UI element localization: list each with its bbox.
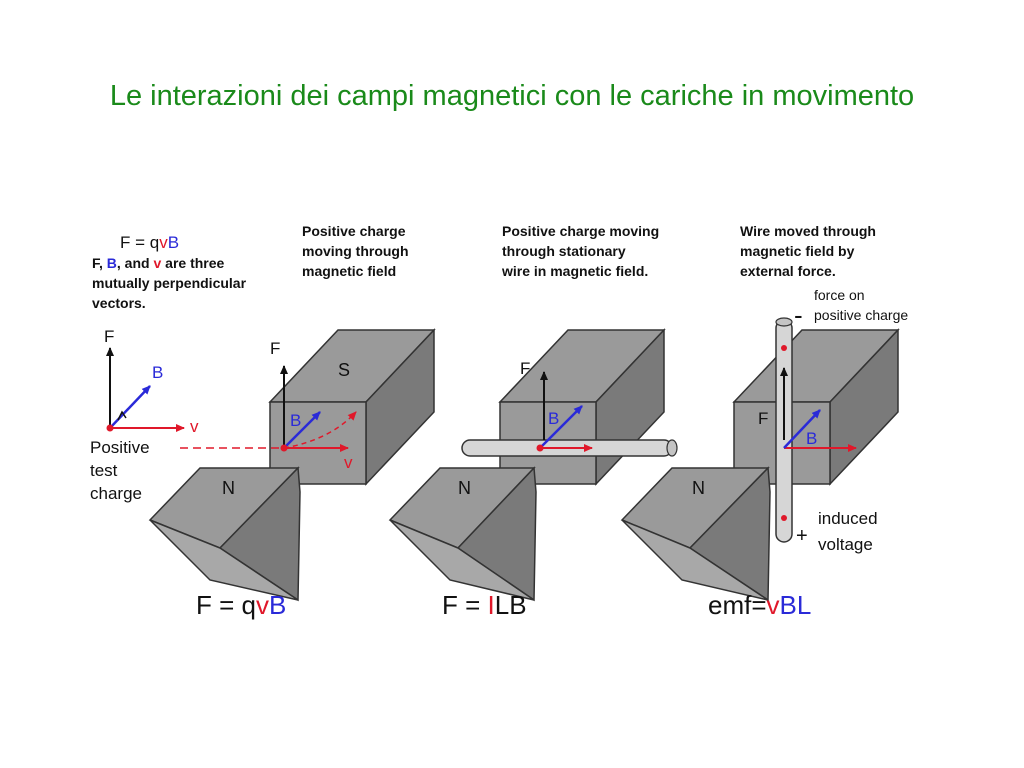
n-pole-bottom-face (389, 519, 535, 601)
panel-2: Positive charge moving through stationar… (388, 223, 678, 620)
slide-title: Le interazioni dei campi magnetici con l… (109, 80, 915, 112)
legend-charge-line-3: charge (90, 484, 142, 503)
panel-3-b-label: B (806, 429, 817, 448)
right-angle-mark (117, 410, 127, 421)
panel-2-f-label: F (520, 359, 530, 378)
legend-line-3: vectors. (92, 295, 146, 311)
legend-line-2: mutually perpendicular (92, 275, 247, 291)
panel-1-v-label: v (344, 453, 353, 472)
panel-3-voltage-note-1: induced (818, 509, 878, 528)
panel-2-caption-3: wire in magnetic field. (501, 263, 648, 279)
panel-3-n-label: N (692, 478, 705, 498)
legend-charge-line-2: test (90, 461, 118, 480)
panel-3-caption-3: external force. (740, 263, 836, 279)
legend-f-label: F (104, 327, 114, 346)
n-pole-bottom-face (621, 519, 769, 601)
panel-1-n-label: N (222, 478, 235, 498)
panel-2-wire-end (666, 439, 678, 457)
panel-3-wire-top (775, 317, 793, 327)
panel-3-force-note-1: force on (814, 287, 865, 303)
panel-3-top-charge-dot (781, 345, 787, 351)
legend-b-arrow (109, 385, 151, 429)
s-pole-front-face (269, 401, 367, 485)
n-pole-bottom-face (149, 519, 299, 601)
panel-1-caption-1: Positive charge (302, 223, 406, 239)
legend-charge-line-1: Positive (90, 438, 150, 457)
panel-3-minus-sign: - (794, 300, 803, 330)
panel-1-charge-dot (280, 444, 288, 452)
legend-block: F = qvB F, B, and v are three mutually p… (90, 233, 247, 503)
panel-1-curved-path (283, 411, 357, 449)
panel-3-force-note-2: positive charge (814, 307, 908, 323)
panel-3-f-label: F (758, 409, 768, 428)
panel-1-f-label: F (270, 339, 280, 358)
panel-1-equation: F = qvB (196, 590, 286, 620)
legend-v-label: v (190, 417, 199, 436)
legend-line-1: F, B, and v are three (92, 255, 225, 271)
legend-b-label: B (152, 363, 163, 382)
panel-3-plus-sign: + (796, 525, 808, 547)
panel-3-caption-1: Wire moved through (740, 223, 876, 239)
panel-2-b-label: B (548, 409, 559, 428)
panel-2-n-label: N (458, 478, 471, 498)
panel-2-caption-2: through stationary (502, 243, 626, 259)
panel-2-b-arrow (539, 405, 583, 449)
panel-3-b-arrow (783, 409, 821, 449)
panel-2-charge-dot (536, 444, 544, 452)
panel-1: Positive charge moving through magnetic … (148, 223, 436, 620)
panel-1-caption-2: moving through (302, 243, 409, 259)
panel-2-caption-1: Positive charge moving (502, 223, 659, 239)
legend-formula: F = qvB (120, 233, 179, 252)
panel-3-equation: emf=vBL (708, 590, 811, 620)
panel-1-b-arrow (283, 411, 321, 449)
panel-3-bottom-charge-dot (781, 515, 787, 521)
panel-3: Wire moved through magnetic field by ext… (620, 223, 908, 620)
legend-test-charge-dot (106, 424, 114, 432)
panel-2-equation: F = ILB (442, 590, 527, 620)
panel-1-caption-3: magnetic field (302, 263, 396, 279)
panel-1-s-label: S (338, 360, 350, 380)
panel-3-caption-2: magnetic field by (740, 243, 855, 259)
panel-1-b-label: B (290, 411, 301, 430)
panel-3-voltage-note-2: voltage (818, 535, 873, 554)
